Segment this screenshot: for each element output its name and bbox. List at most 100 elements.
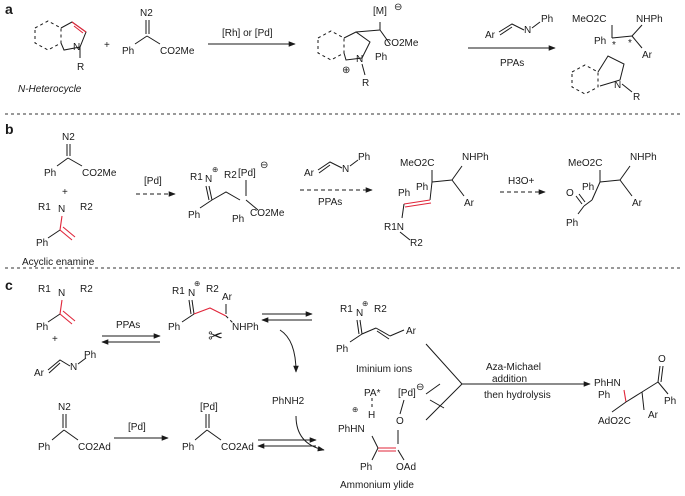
svg-text:AdO2C: AdO2C (598, 416, 631, 427)
svg-text:R1: R1 (38, 202, 51, 213)
svg-text:N: N (70, 362, 77, 373)
svg-text:N2: N2 (62, 132, 75, 143)
svg-text:PhHN: PhHN (594, 378, 621, 389)
svg-text:⊕: ⊕ (362, 299, 368, 308)
svg-text:Ph: Ph (168, 322, 180, 333)
svg-text:R2: R2 (374, 304, 387, 315)
iminium-label: Iminium ions (356, 364, 412, 375)
h3o-label: H3O+ (508, 176, 535, 187)
product-b-enamine: MeO2C NHPh Ar Ph Ph R1N R2 (384, 152, 489, 249)
svg-text:N: N (614, 80, 621, 91)
svg-text:MeO2C: MeO2C (400, 158, 434, 169)
acyclic-enamine-b: R1 N R2 Ph (36, 202, 93, 249)
plus-sign-c: + (52, 334, 58, 345)
plus-sign-a: + (104, 40, 110, 51)
svg-text:Ar: Ar (222, 292, 233, 303)
svg-text:Ph: Ph (594, 36, 606, 47)
svg-text:⊖: ⊖ (260, 160, 268, 171)
svg-text:Ph: Ph (38, 442, 50, 453)
svg-text:*: * (628, 38, 632, 49)
metal-carbene-intermediate: [M] ⊖ CO2Me Ph N ⊕ R (317, 2, 419, 89)
svg-text:R2: R2 (206, 284, 219, 295)
svg-text:R1: R1 (340, 304, 353, 315)
svg-text:CO2Ad: CO2Ad (221, 442, 254, 453)
svg-text:Ph: Ph (182, 442, 194, 453)
svg-text:NHPh: NHPh (636, 14, 663, 25)
svg-text:R2: R2 (80, 284, 93, 295)
mannich-adduct-c: R1 N ⊕ R2 Ph Ar NHPh ✂ (168, 279, 259, 346)
ppas-label-c: PPAs (116, 320, 140, 331)
svg-text:Ph: Ph (598, 390, 610, 401)
phnh2-label: PhNH2 (272, 396, 305, 407)
svg-text:R2: R2 (224, 170, 237, 181)
svg-text:N: N (524, 25, 531, 36)
svg-text:Ar: Ar (406, 326, 417, 337)
svg-text:CO2Me: CO2Me (384, 38, 419, 49)
svg-text:[Pd]: [Pd] (238, 168, 256, 179)
imine-reagent-c: Ar N Ph (34, 350, 96, 379)
panel-label-c: c (5, 277, 13, 293)
svg-text:*: * (612, 40, 616, 51)
aza-michael-label: Aza-Michael (486, 362, 541, 373)
svg-text:Ph: Ph (416, 182, 428, 193)
svg-text:CO2Me: CO2Me (160, 46, 195, 57)
svg-text:NHPh: NHPh (232, 322, 259, 333)
svg-text:Ar: Ar (648, 410, 659, 421)
svg-text:CO2Me: CO2Me (250, 208, 285, 219)
svg-text:CO2Me: CO2Me (82, 168, 117, 179)
addition-label: addition (492, 374, 527, 385)
panel-label-a: a (5, 1, 13, 17)
svg-text:N: N (205, 174, 212, 185)
svg-text:N2: N2 (58, 402, 71, 413)
diazo-ester-a: N2 Ph CO2Me (122, 8, 195, 57)
svg-text:N: N (58, 204, 65, 215)
svg-text:Ar: Ar (304, 168, 315, 179)
ppas-label-b: PPAs (318, 197, 342, 208)
svg-text:H: H (368, 410, 375, 421)
catalyst-label-b: [Pd] (144, 176, 162, 187)
svg-text:N: N (188, 288, 195, 299)
phnh2-attack-arrow (295, 415, 325, 452)
product-a: MeO2C NHPh Ar Ph * * N R (571, 14, 663, 103)
svg-text:MeO2C: MeO2C (568, 158, 602, 169)
svg-text:MeO2C: MeO2C (572, 14, 606, 25)
catalyst-label-c: [Pd] (128, 422, 146, 433)
svg-text:N: N (342, 164, 349, 175)
svg-text:O: O (658, 354, 666, 365)
svg-text:[Pd]: [Pd] (200, 402, 218, 413)
svg-text:Ph: Ph (358, 152, 370, 163)
scissors-icon: ✂ (208, 326, 223, 346)
enamine-c: R1 N R2 Ph (36, 284, 93, 333)
ring-n: N (73, 42, 80, 53)
svg-text:Ph: Ph (541, 14, 553, 25)
svg-text:Ph: Ph (360, 462, 372, 473)
svg-text:Ph: Ph (84, 350, 96, 361)
svg-text:Ph: Ph (44, 168, 56, 179)
svg-text:⊖: ⊖ (416, 382, 424, 393)
svg-text:⊕: ⊕ (212, 165, 218, 174)
svg-text:Ph: Ph (36, 238, 48, 249)
svg-text:N: N (58, 288, 65, 299)
svg-text:Ph: Ph (566, 218, 578, 229)
svg-text:⊕: ⊕ (194, 279, 200, 288)
svg-text:N2: N2 (140, 8, 153, 19)
diazo-ester-b: N2 Ph CO2Me (44, 132, 117, 179)
svg-text:R2: R2 (410, 238, 423, 249)
svg-text:NHPh: NHPh (630, 152, 657, 163)
heterocycle-label: N-Heterocycle (18, 84, 82, 95)
svg-text:R1: R1 (38, 284, 51, 295)
svg-text:Ph: Ph (582, 182, 594, 193)
convergence-bracket (425, 343, 463, 421)
svg-text:Ph: Ph (122, 46, 134, 57)
svg-text:Ar: Ar (464, 198, 475, 209)
ammonium-ylide: PA* H ⊕ PhHN [Pd] ⊖ O Ph OAd (338, 382, 445, 473)
svg-text:R1: R1 (172, 286, 185, 297)
diazo-ester-c: N2 Ph CO2Ad (38, 402, 111, 453)
svg-text:R: R (362, 78, 369, 89)
svg-text:⊕: ⊕ (342, 65, 350, 76)
svg-text:PhHN: PhHN (338, 424, 365, 435)
svg-text:Ph: Ph (664, 396, 676, 407)
iminium-ion: R1 N ⊕ R2 Ph Ar (336, 299, 417, 355)
enamine-label: Acyclic enamine (22, 257, 95, 268)
